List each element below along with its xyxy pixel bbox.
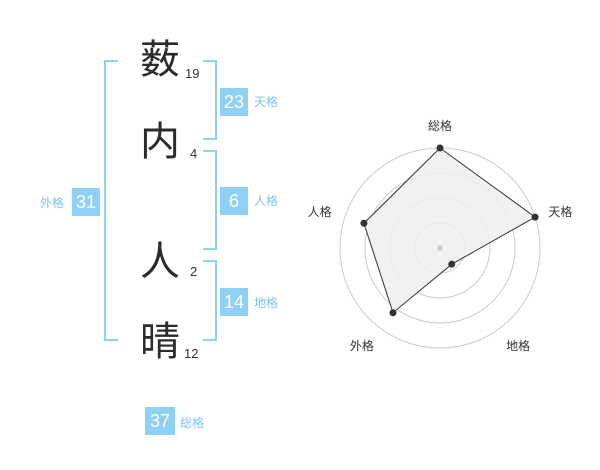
gaikaku-value-badge: 31 bbox=[72, 188, 100, 216]
character-4: 晴 bbox=[140, 319, 180, 365]
radar-chart-svg bbox=[339, 144, 541, 349]
stroke-count-3: 2 bbox=[190, 264, 198, 279]
tenkaku-value-badge: 23 bbox=[220, 88, 248, 116]
radar-point-4 bbox=[389, 309, 397, 317]
character-3: 人 bbox=[140, 239, 180, 285]
radar-point-5 bbox=[360, 219, 368, 227]
radar-axis-label-1: 総格 bbox=[428, 119, 453, 133]
stroke-count-1: 19 bbox=[185, 66, 200, 81]
jinkaku-value-badge: 6 bbox=[220, 187, 248, 215]
gaikaku-bracket bbox=[104, 60, 118, 341]
character-2: 内 bbox=[140, 119, 180, 165]
radar-polygon bbox=[363, 147, 537, 314]
radar-point-3 bbox=[448, 260, 456, 268]
chikaku-bracket bbox=[203, 260, 217, 341]
chikaku-value-badge: 14 bbox=[220, 288, 248, 316]
character-1: 薮 bbox=[140, 37, 180, 83]
stroke-count-2: 4 bbox=[190, 146, 198, 161]
jinkaku-label: 人格 bbox=[254, 194, 279, 208]
chikaku-label: 地格 bbox=[254, 296, 279, 310]
jinkaku-bracket bbox=[203, 150, 217, 250]
tenkaku-label: 天格 bbox=[254, 95, 279, 109]
soukaku-value-badge: 37 bbox=[145, 407, 175, 435]
radar-center-dot bbox=[437, 245, 443, 251]
soukaku-label: 総格 bbox=[180, 416, 205, 430]
radar-point-1 bbox=[436, 144, 444, 152]
stroke-count-4: 12 bbox=[184, 346, 199, 361]
radar-axis-label-3: 地格 bbox=[506, 338, 531, 353]
radar-axis-label-5: 人格 bbox=[307, 205, 332, 220]
tenkaku-bracket bbox=[203, 60, 217, 140]
gaikaku-label: 外格 bbox=[40, 196, 65, 210]
radar-point-2 bbox=[531, 213, 539, 221]
radar-axis-label-4: 外格 bbox=[349, 338, 374, 353]
radar-axis-label-2: 天格 bbox=[548, 205, 573, 220]
radar-chart: 総格天格地格 外格 人格 bbox=[300, 100, 600, 430]
